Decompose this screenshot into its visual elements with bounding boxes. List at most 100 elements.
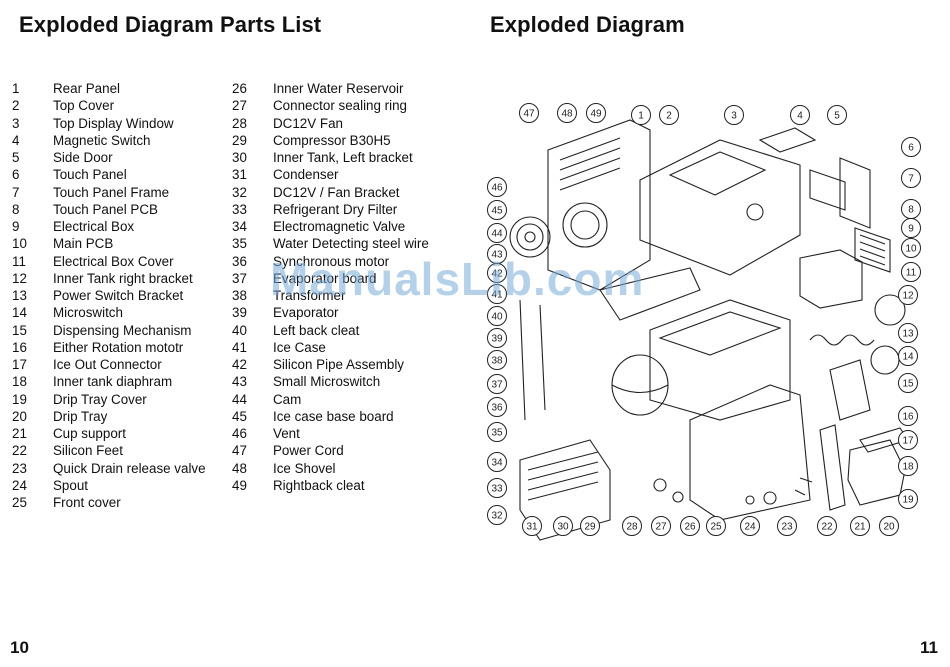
part-name: Cam <box>273 391 302 407</box>
part-number: 12 <box>12 270 27 286</box>
part-number: 4 <box>12 132 20 148</box>
part-number: 10 <box>12 236 27 252</box>
callout-40: 40 <box>487 306 507 326</box>
part-number: 3 <box>12 115 20 131</box>
silicon-pipe-shape <box>809 334 875 346</box>
part-name: Ice case base board <box>273 408 394 424</box>
callout-circle <box>487 452 507 472</box>
rear-panel-grille <box>559 137 621 191</box>
part-name: Refrigerant Dry Filter <box>273 201 398 217</box>
callout-circle <box>898 406 918 426</box>
part-number: 27 <box>232 98 247 114</box>
part-name: Main PCB <box>53 236 114 252</box>
part-number: 42 <box>232 357 247 372</box>
part-name: Silicon Pipe Assembly <box>273 357 404 372</box>
callout-10: 10 <box>901 238 921 258</box>
callout-label: 3 <box>731 111 737 122</box>
callout-circle <box>659 105 679 125</box>
part-name: Electrical Box Cover <box>53 253 174 269</box>
callout-circle <box>879 516 899 536</box>
callout-label: 49 <box>590 109 602 120</box>
callout-label: 8 <box>908 205 914 216</box>
part-name: Side Door <box>53 150 113 165</box>
callout-label: 25 <box>710 522 722 533</box>
part-number: 24 <box>12 477 27 493</box>
part-name: Inner tank diaphram <box>53 374 173 390</box>
callout-label: 26 <box>684 522 696 533</box>
callout-label: 9 <box>908 224 914 235</box>
callout-circle <box>519 103 539 123</box>
part-number: 48 <box>232 460 247 476</box>
callout-label: 21 <box>854 522 866 533</box>
parts-list-row: 17 Ice Out Connector <box>12 356 227 373</box>
callout-label: 19 <box>902 495 914 506</box>
callout-8: 8 <box>901 199 921 219</box>
part-name: Ice Out Connector <box>53 357 162 372</box>
part-name: Dispensing Mechanism <box>53 322 192 338</box>
part-number: 17 <box>12 357 27 372</box>
callout-circle <box>898 373 918 393</box>
callout-36: 36 <box>487 397 507 417</box>
part-name: Evaporator board <box>273 270 377 286</box>
callout-49: 49 <box>586 103 606 123</box>
callout-label: 31 <box>526 522 538 533</box>
callout-label: 43 <box>491 250 503 261</box>
callout-label: 17 <box>902 436 914 447</box>
callout-circle <box>487 177 507 197</box>
part-name: DC12V Fan <box>273 115 343 131</box>
callout-circle <box>850 516 870 536</box>
part-name: Connector sealing ring <box>273 98 407 114</box>
callout-circle <box>898 456 918 476</box>
callout-circle <box>580 516 600 536</box>
part-number: 21 <box>12 426 27 441</box>
callout-label: 45 <box>491 206 503 217</box>
part-name: Electrical Box <box>53 219 135 234</box>
callout-circle <box>740 516 760 536</box>
callout-32: 32 <box>487 505 507 525</box>
part-name: Transformer <box>273 288 346 303</box>
part-number: 37 <box>232 270 247 286</box>
callout-21: 21 <box>850 516 870 536</box>
callout-31: 31 <box>522 516 542 536</box>
callout-34: 34 <box>487 452 507 472</box>
callout-label: 29 <box>584 522 596 533</box>
parts-list-row: 27 Connector sealing ring <box>232 97 472 114</box>
part-name: Front cover <box>53 495 121 510</box>
callout-circle <box>557 103 577 123</box>
callout-9: 9 <box>901 218 921 238</box>
part-number: 35 <box>232 236 247 252</box>
callout-44: 44 <box>487 223 507 243</box>
callout-circle <box>487 328 507 348</box>
callout-label: 27 <box>655 522 667 533</box>
callout-circle <box>487 505 507 525</box>
part-number: 43 <box>232 374 247 390</box>
part-number: 29 <box>232 132 247 148</box>
callout-circle <box>487 223 507 243</box>
callout-circle <box>631 105 651 125</box>
inner-reservoir-shape <box>649 299 791 421</box>
callout-circle <box>898 430 918 450</box>
part-name: Microswitch <box>53 305 123 321</box>
callout-label: 23 <box>781 522 793 533</box>
display-window-shape <box>758 127 817 153</box>
part-number: 49 <box>232 477 247 493</box>
callout-circle <box>790 105 810 125</box>
part-number: 41 <box>232 339 247 355</box>
callout-circle <box>898 346 918 366</box>
part-name: Vent <box>273 426 300 441</box>
cup-support-shape <box>819 424 846 511</box>
